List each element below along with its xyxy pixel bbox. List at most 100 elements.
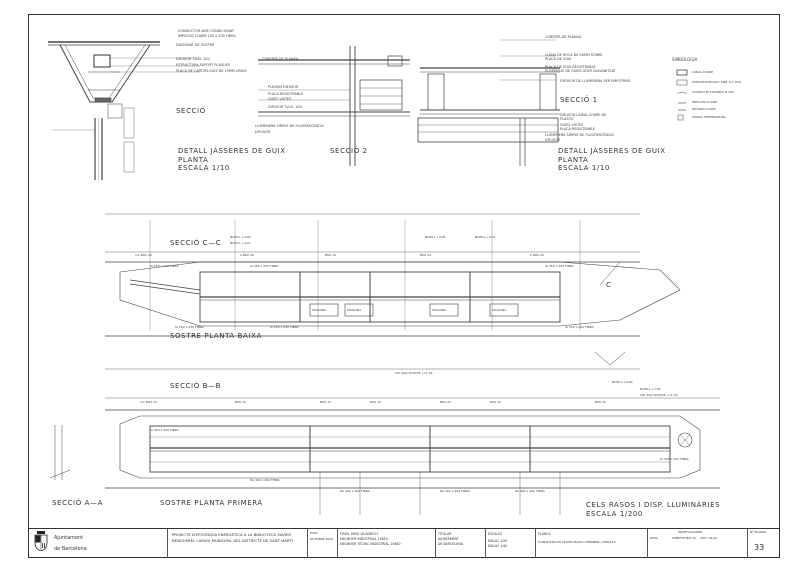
note-tl-2: IMPULSIÓ D'AIRE 200 x 200 FIBRA [178,34,236,38]
org-name-2: de Barcelona [54,546,87,552]
legend-item-1: CANAL D'AIRE [692,70,714,74]
level-lower-4: CEL RAS SOSTRE +11,45 [640,393,678,397]
mods-col-1: DATA [650,536,658,540]
level-lower-1: CEL RAS SOSTRE +11,45 [395,371,433,375]
title-tl-3: PLANTA [178,156,209,164]
level-lower-3: NIVELL +7,50 [640,387,661,391]
project-line-2: BENGUEREL I ARXIU MUNICIPAL DEL DISTRICT… [172,538,293,543]
sheet-number: 33 [754,543,765,552]
note-tr-5: SUSPENSIÓ DE GUIES ACER GALVANITZAT [545,69,616,73]
duct-upper-3: IA 250 x 250 FIBRA [545,264,574,268]
title-tr-4: ESCALA 1/10 [558,164,610,172]
dim-lower-1: 1/2 BOX 15 [140,400,157,404]
legend-item-4: IMPULSIÓ D'AIRE [692,100,718,104]
equip-upper-1: MAQUINA [312,308,327,312]
legend-item-6: SONDA TEMPERATURA [692,115,726,119]
dim-lower-6: BOX 20 [490,400,502,404]
author-2: ENGINYER INDUSTRIAL 14854 [340,537,388,541]
note-tr-11: LLUMENERA SIMPLE DE FLUORESCÈNCIA [545,133,614,137]
note-tr-12: DIFUSOR [545,138,561,142]
duct-upper-2: IA 250 x 250 FIBRA [250,264,279,268]
tb-date-cell [307,529,337,558]
level-upper-2: NIVELL +4,41 [230,241,251,245]
scale-label: ESCALES [488,532,503,536]
duct-upper-1: IA 250 x 250 FIBRA [150,264,179,268]
note-lower-2: ESCALA 1/200 [586,510,643,518]
scale-1: DIN-A1 1/20 [488,539,508,543]
sheet-label: Nº PLÀNOL [750,530,767,534]
dim-lower-2: BOX 15 [235,400,247,404]
note-tr-6: DIFUSOR DE LLUMENERA PER EMPOTRAR [560,79,630,83]
note-tm-1: COBERTA DE PLANXA [262,57,299,61]
plan-value: CLIMATITZACIÓ PLANTA BAIXA I PRIMERA / D… [538,540,616,544]
legend-item-5: RETORN D'AIRE [692,107,716,111]
author-1: ORIOL MOIX VILADRICH [340,532,378,536]
duct-upper-4: IA 250 x 250 FIBRA [175,325,204,329]
plan-lower [49,351,720,515]
sheet-frame [28,14,780,558]
detail-section-left [48,41,200,180]
duct-upper-5: IA 250 x 250 FIBRA [270,325,299,329]
detail-section-2 [258,46,410,166]
legend-symbols [676,69,688,121]
mods-label: MODIFICACIONS [678,530,703,534]
dim-upper-5: 2 BOX 20 [530,253,544,257]
org-name-1: Ajuntament [54,535,84,541]
duct-lower-4: RA 400 x 400 FIBRA [440,489,470,493]
duct-lower-6: IA 300 x 300 FIBRA [660,457,689,461]
dim-upper-1: 1/2 BOX 20 [135,253,152,257]
dim-upper-2: 2 BOX 20 [240,253,254,257]
note-tl-1: CONDUCTOR AIRE CONDICIONAT [178,29,234,33]
note-tr-2: LLANA DE ROCA DE 40MM SOBRE [545,53,603,57]
dim-lower-5: BOX 20 [440,400,452,404]
title-tr-2: DETALL JÀSSERES DE GUIX [558,147,666,155]
title-tl-4: ESCALA 1/10 [178,164,230,172]
owner-2: DE BARCELONA [438,542,463,546]
note-tm-6: LLUMENERA SIMPLE DE FLUORESCENCIA [255,124,324,128]
tb-owner-cell [435,529,485,558]
title-block [29,528,779,558]
tb-mods-cell [647,529,747,558]
date-label: DATA [310,531,318,535]
note-tm-3: PLACA REGISTRABLE [268,92,304,96]
equip-upper-4: MAQUINA [492,308,507,312]
section-a-label: SECCIÓ A—A [52,499,104,507]
note-tl-5: ESTRUCTURA SUPORT PLAQUES [176,63,231,67]
project-line-1: PROJECTE D'EFICIÈNCIA ENERGÈTICA A LA BI… [172,532,292,537]
duct-lower-1: IA 300 x 300 FIBRA [150,428,179,432]
dim-lower-3: BOX 15 [320,400,332,404]
tb-plan-cell [535,529,647,558]
note-tr-7: DIFUSOR LINEAL D'AIRE DE [560,113,607,117]
note-tl-6: PLACA DE CARTON-GUIX DE 15MM GRUIX [176,69,247,73]
equip-upper-3: MAQUINA [432,308,447,312]
floor-upper-label: SOSTRE PLANTA BAIXA [170,332,262,340]
equip-upper-2: MAQUINA [347,308,362,312]
dim-lower-7: BOX 20 [595,400,607,404]
dim-upper-3: BOX 15 [325,253,337,257]
note-tm-2: PLENUM DIFUSOR [268,85,299,89]
section-c-mark: C [606,281,612,289]
tb-project-cell [167,529,307,558]
duct-lower-3: RA 400 x 400 FIBRA [340,489,370,493]
note-tr-3: PLACA DE GUIX [545,57,572,61]
note-tm-4: GUIES VISTES [268,97,292,101]
duct-lower-2: RA 400 x 400 FIBRA [250,478,280,482]
duct-upper-6: IA 250 x 250 FIBRA [565,325,594,329]
tb-scale-cell [485,529,535,558]
dim-lower-4: BOX 15 [370,400,382,404]
title-section-2: SECCIÓ 2 [330,147,368,155]
plan-label: PLÀNOL [538,532,551,536]
section-c-label: SECCIÓ C—C [170,239,222,247]
title-tr-3: PLANTA [558,156,589,164]
title-tl-1: SECCIÓ [176,107,206,115]
floor-lower-label: SOSTRE PLANTA PRIMERA [160,499,263,507]
level-lower-2: NIVELL +9,00 [612,380,633,384]
section-b-label: SECCIÓ B—B [170,382,222,390]
note-tr-4: PLACA DE GUIX REGISTRABLE [545,65,596,69]
tb-sheet-cell [747,529,779,558]
date-value: OCTUBRE 2010 [310,537,334,541]
title-tl-2: DETALL JÀSSERES DE GUIX [178,147,286,155]
dim-upper-4: BOX 20 [420,253,432,257]
note-tm-7: DIFUSOR [255,130,271,134]
